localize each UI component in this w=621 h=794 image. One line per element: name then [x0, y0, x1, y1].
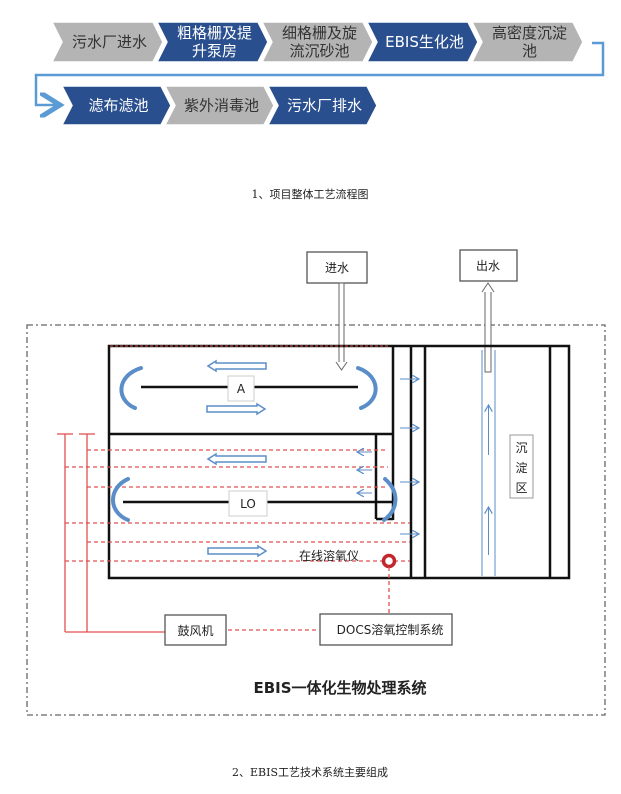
outlet-box — [459, 249, 518, 282]
zone-a-label-box — [227, 375, 255, 402]
process-step-label: 滤布滤池 — [88, 97, 148, 115]
inlet-box — [306, 251, 368, 284]
process-step-chevron — [266, 85, 378, 126]
process-step-chevron — [50, 21, 164, 63]
process-step-label: 紫外消毒池 — [184, 97, 259, 115]
zone-a-right-curve-icon — [356, 366, 378, 410]
settling-riser — [481, 350, 496, 576]
settling-zone-label-3: 区 — [515, 481, 527, 495]
process-flow-row-2: 滤布滤池 紫外消毒池 污水厂排水 — [60, 85, 378, 126]
do-sensor-label: 在线溶氧仪 — [299, 548, 359, 563]
process-step: EBIS生化池 — [365, 21, 479, 63]
process-step-label: EBIS生化池 — [385, 33, 464, 51]
process-step-label: 细格栅及旋 — [282, 24, 357, 42]
process-step-chevron — [260, 21, 374, 63]
process-step-label: 流沉砂池 — [289, 42, 349, 60]
process-step-label: 污水厂排水 — [287, 97, 362, 115]
flow-arrows — [206, 359, 419, 558]
process-step-label: 升泵房 — [192, 42, 237, 60]
flow-arrow-left-icon — [206, 359, 267, 373]
process-step: 污水厂排水 — [266, 85, 378, 126]
process-step-chevron — [470, 21, 584, 63]
process-step-label: 池 — [522, 42, 537, 60]
zone-a-left-curve-icon — [119, 366, 143, 410]
flow-arrow-right-icon — [206, 402, 267, 416]
figure-2-caption: 2、EBIS工艺技术系统主要组成 — [232, 765, 388, 779]
process-step-chevron — [163, 85, 275, 126]
tank-outer-wall — [107, 344, 571, 580]
flow-arrow-left-icon — [206, 452, 267, 466]
inlet-pipe — [338, 282, 345, 366]
process-step-chevron — [365, 21, 479, 63]
zone-lo-right-curve-icon — [382, 477, 398, 522]
inlet-label: 进水 — [325, 261, 349, 275]
flow-connector-line — [34, 41, 605, 105]
outlet-pipe — [484, 289, 492, 373]
process-step-label: 高密度沉淀 — [492, 24, 567, 42]
blower-label: 鼓风机 — [177, 624, 213, 638]
process-step: 滤布滤池 — [60, 85, 172, 126]
aeration-lines — [65, 449, 410, 562]
system-title: EBIS一体化生物处理系统 — [253, 679, 426, 697]
process-step-chevron — [155, 21, 269, 63]
process-step-chevron — [60, 85, 172, 126]
outlet: 出水 — [459, 249, 518, 373]
outlet-arrowhead-icon — [481, 282, 495, 293]
zone-lo-left-curve-icon — [111, 477, 130, 522]
inlet: 进水 — [306, 251, 368, 371]
do-control-label: DOCS溶氧控制系统 — [337, 622, 444, 637]
settling-zone-label-1: 沉 — [515, 441, 527, 455]
do-sensor-icon — [381, 553, 397, 569]
outlet-label: 出水 — [476, 259, 500, 273]
blower-box — [164, 614, 227, 646]
circulation-arrows — [111, 366, 398, 522]
settling-zone-label-2: 淀 — [515, 461, 527, 475]
figure-1-caption: 1、项目整体工艺流程图 — [252, 187, 369, 201]
settling-zone-label-box — [509, 434, 534, 499]
system-boundary-frame — [26, 324, 606, 716]
tank-structure — [107, 344, 571, 580]
blower-piping — [57, 433, 165, 633]
process-step: 紫外消毒池 — [163, 85, 275, 126]
zone-a-label: A — [237, 382, 246, 396]
do-control-box — [319, 613, 453, 646]
process-step: 污水厂进水 — [50, 21, 164, 63]
zone-lo-label-box — [228, 490, 268, 517]
process-step-label: 污水厂进水 — [72, 33, 147, 51]
flow-arrow-right-icon — [207, 544, 268, 558]
process-step-label: 粗格栅及提 — [177, 24, 252, 42]
inlet-arrowhead-icon — [335, 361, 348, 371]
zone-lo-label: LO — [240, 497, 256, 511]
